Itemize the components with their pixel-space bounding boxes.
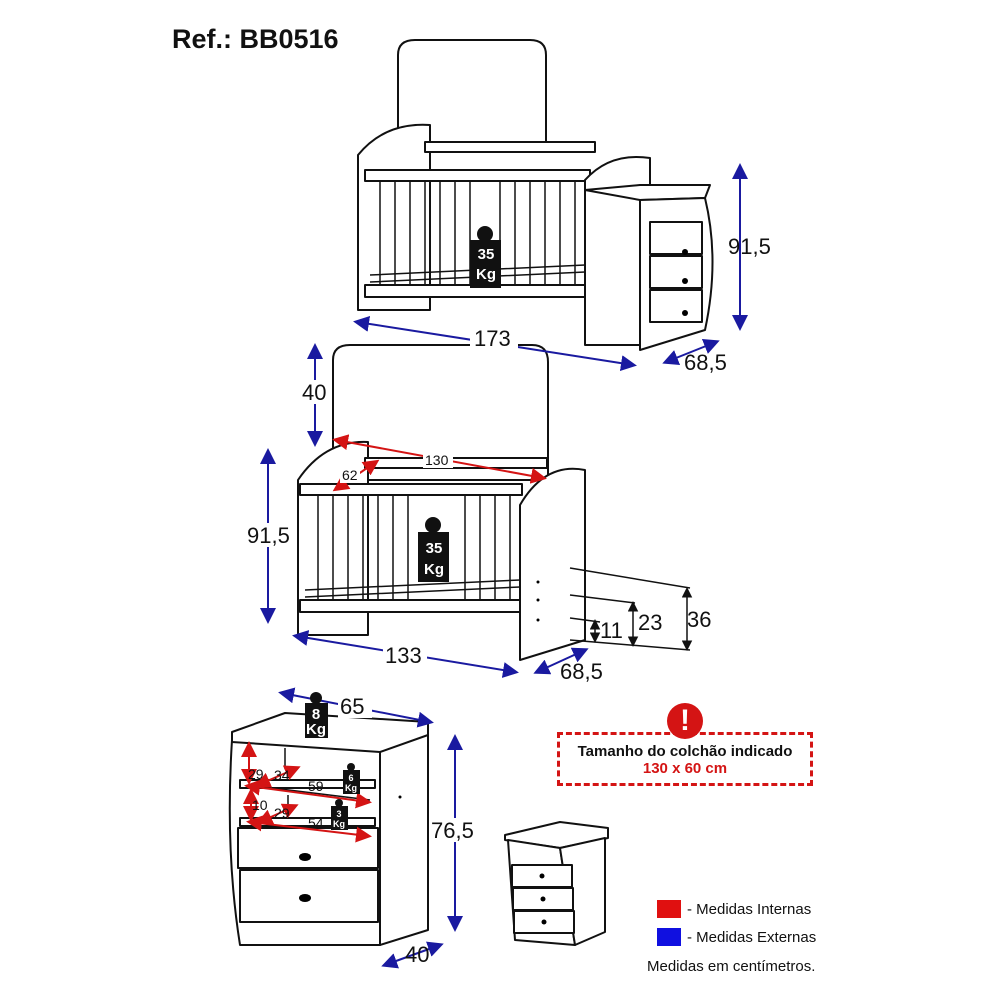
- dim-level-3: 36: [687, 607, 711, 632]
- dim-shelf2-width: 54: [308, 815, 324, 831]
- dim-inner-length: 130: [425, 452, 449, 468]
- crib-with-changer-drawing: [357, 39, 714, 351]
- dim-depth-dresser: 40: [405, 942, 429, 967]
- crib-drawing: [297, 344, 586, 661]
- dim-shelf1-width: 59: [308, 778, 324, 794]
- svg-text:Kg: Kg: [476, 266, 496, 283]
- dim-shelf1-height: 29: [248, 766, 264, 782]
- units-note: Medidas em centímetros.: [647, 958, 816, 975]
- legend-swatch-red: [657, 900, 681, 918]
- svg-text:Kg: Kg: [424, 561, 444, 578]
- svg-text:8: 8: [312, 706, 320, 723]
- exclamation-icon: !: [667, 703, 703, 739]
- dim-width-crib: 133: [385, 643, 422, 668]
- dim-width-173: 173: [474, 326, 511, 351]
- weight-badge-crib: 35 Kg: [418, 517, 449, 582]
- mattress-notice: Tamanho do colchão indicado 130 x 60 cm: [557, 732, 813, 786]
- dim-height-top: 91,5: [728, 234, 771, 259]
- notice-line1: Tamanho do colchão indicado: [577, 743, 793, 760]
- legend-swatch-blue: [657, 928, 681, 946]
- weight-badge-crib-top: 35 Kg: [470, 226, 501, 288]
- dim-shelf1-depth: 34: [274, 767, 290, 783]
- svg-text:Kg: Kg: [306, 721, 326, 738]
- legend-external: - Medidas Externas: [657, 928, 816, 946]
- legend-external-label: - Medidas Externas: [687, 928, 817, 946]
- legend-internal: - Medidas Internas: [657, 900, 811, 918]
- svg-text:6: 6: [348, 773, 353, 783]
- weight-badge-dresser-top: 8 Kg: [305, 692, 328, 738]
- svg-text:Kg: Kg: [345, 783, 357, 793]
- dim-headboard: 40: [302, 380, 326, 405]
- dim-width-dresser: 65: [340, 694, 364, 719]
- dim-shelf2-depth: 29: [274, 805, 290, 821]
- dim-height-crib: 91,5: [247, 523, 290, 548]
- svg-text:3: 3: [336, 809, 341, 819]
- weight-badge-shelf2: 3 Kg: [331, 799, 348, 830]
- legend-internal-label: - Medidas Internas: [687, 900, 812, 918]
- dim-depth-top: 68,5: [684, 350, 727, 375]
- dim-depth-crib: 68,5: [560, 659, 603, 684]
- dim-shelf2-height: 10: [252, 797, 268, 813]
- reference-title: Ref.: BB0516: [172, 24, 339, 54]
- nightstand-drawing: [504, 821, 609, 946]
- svg-text:35: 35: [478, 246, 495, 263]
- dim-level-2: 23: [638, 610, 662, 635]
- notice-line2: 130 x 60 cm: [642, 760, 728, 777]
- weight-badge-shelf1: 6 Kg: [343, 763, 360, 794]
- dresser-drawing: [228, 712, 429, 946]
- svg-text:35: 35: [426, 540, 443, 557]
- dim-inner-width: 62: [342, 467, 358, 483]
- dim-height-dresser: 76,5: [431, 818, 474, 843]
- svg-text:Kg: Kg: [333, 819, 345, 829]
- dim-level-1: 11: [600, 618, 623, 643]
